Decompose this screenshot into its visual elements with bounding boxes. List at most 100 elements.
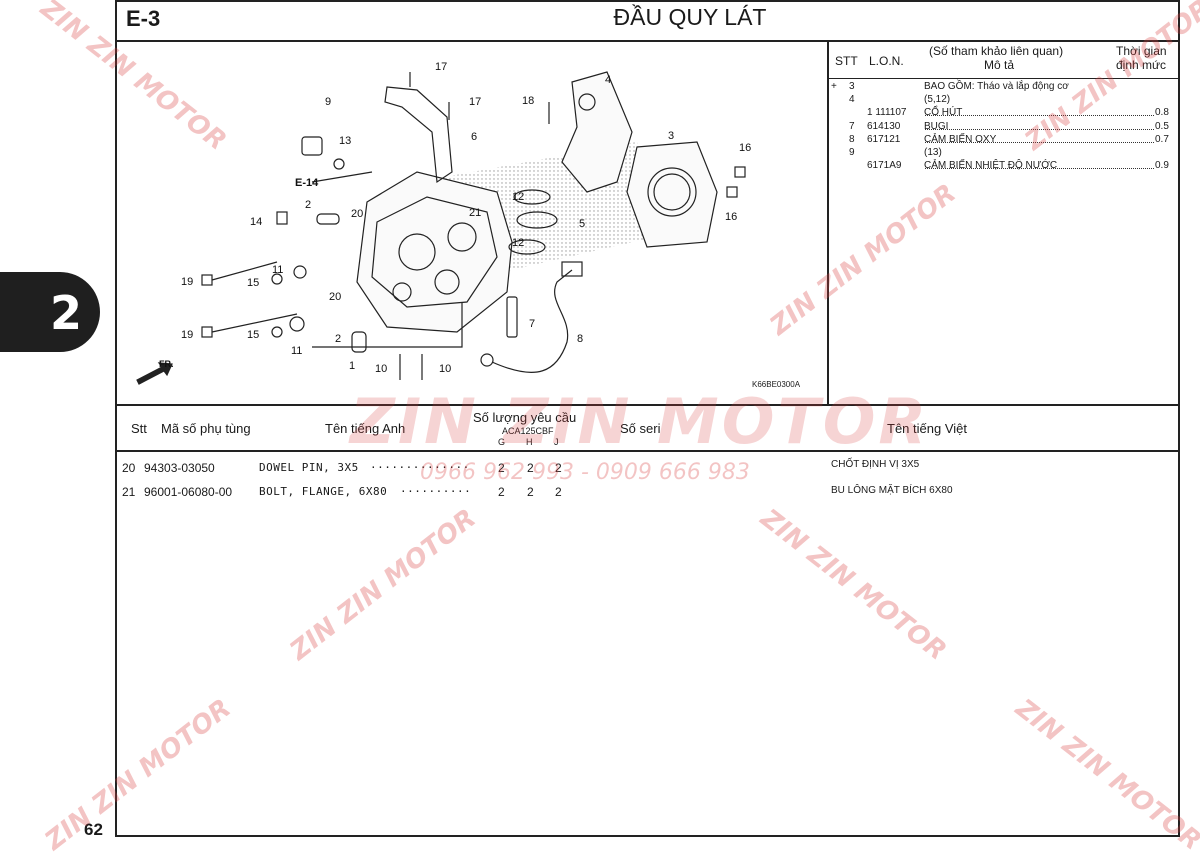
ref-time: 0.9 <box>1155 160 1169 172</box>
ref-desc: (13) <box>924 146 942 158</box>
part-number: 94303-03050 <box>144 461 215 475</box>
callout-2: 2 <box>305 199 311 211</box>
page-frame <box>115 0 1180 837</box>
ref-time: 0.8 <box>1155 107 1169 119</box>
chapter-tab: 2 <box>0 272 100 352</box>
callout-19: 19 <box>181 329 193 341</box>
ref-stt: 4 <box>849 94 855 106</box>
callout-8: 8 <box>577 333 583 345</box>
callout-12: 12 <box>512 237 524 249</box>
col-part-no: Mã số phụ tùng <box>161 421 251 436</box>
ref-row: 9 (13) <box>829 146 1178 159</box>
ref-stt: 8 <box>849 133 855 145</box>
callout-13: 13 <box>339 135 351 147</box>
ref-col-ref-1: (Số tham khảo liên quan) <box>929 44 1064 58</box>
page-title: ĐẦU QUY LÁT <box>613 4 767 30</box>
ref-stt: 3 <box>849 81 855 92</box>
chapter-number: 2 <box>50 286 83 340</box>
parts-list-header: Stt Mã số phụ tùng Tên tiếng Anh Số lượn… <box>115 406 1180 450</box>
col-name-vi: Tên tiếng Việt <box>887 421 967 436</box>
ref-time: 0.7 <box>1155 133 1169 145</box>
part-qty-j: 2 <box>555 485 562 499</box>
ref-desc: CẢM BIẾN OXY <box>924 133 997 145</box>
part-name-en: DOWEL PIN, 3X5 <box>259 461 359 474</box>
ref-row: 1 111107 CỔ HÚT 0.8 <box>829 106 1178 119</box>
callout-20: 20 <box>351 208 363 220</box>
callout-17: 17 <box>469 96 481 108</box>
ref-leader <box>925 120 1154 130</box>
callout-7: 7 <box>529 318 535 330</box>
ref-leader <box>925 106 1154 117</box>
ref-desc: CẢM BIẾN NHIỆT ĐỘ NƯỚC <box>924 160 1058 172</box>
ref-row: 6171A9 CẢM BIẾN NHIỆT ĐỘ NƯỚC 0.9 <box>829 159 1178 172</box>
col-qty: Số lượng yêu cầu <box>473 410 577 425</box>
col-name-en: Tên tiếng Anh <box>325 421 406 436</box>
callout-15: 15 <box>247 329 259 341</box>
ref-stt: 9 <box>849 146 855 158</box>
callout-10: 10 <box>375 363 387 375</box>
callout-2: 2 <box>335 333 341 345</box>
ref-stt: 7 <box>849 120 855 132</box>
header-divider <box>115 40 1180 42</box>
ref-desc: CỔ HÚT <box>924 107 963 119</box>
part-qty-h: 2 <box>527 485 534 499</box>
callout-15: 15 <box>247 277 259 289</box>
part-qty-g: 2 <box>498 461 505 475</box>
part-leader: ·········· <box>400 485 472 498</box>
callout-20: 20 <box>329 291 341 303</box>
section-code: E-3 <box>126 6 161 31</box>
callout-16: 16 <box>725 211 737 223</box>
ref-col-stt: STT <box>835 54 858 68</box>
parts-header-bottom-divider <box>115 450 1180 452</box>
ref-row: +3 BAO GỒM: Tháo và lắp động cơ <box>829 80 1178 93</box>
ref-desc: BUGI <box>924 120 949 132</box>
ref-col-ref-2: Mô tả <box>984 58 1015 72</box>
part-stt: 21 <box>122 485 136 499</box>
ref-desc: BAO GỒM: Tháo và lắp động cơ <box>924 81 1069 92</box>
ref-time: 0.5 <box>1155 120 1169 132</box>
callout-19: 19 <box>181 276 193 288</box>
callout-17: 17 <box>435 61 447 73</box>
col-model: ACA125CBF <box>502 426 554 436</box>
callout-11: 11 <box>272 264 283 276</box>
ref-col-time-1: Thời gian <box>1116 44 1167 58</box>
callout-14: 14 <box>250 216 262 228</box>
callout-16: 16 <box>739 142 751 154</box>
ref-mark: + <box>831 81 837 92</box>
part-qty-j: 2 <box>555 461 562 475</box>
reference-table-header: STT L.O.N. (Số tham khảo liên quan) Mô t… <box>829 42 1178 78</box>
part-name-en: BOLT, FLANGE, 6X80 <box>259 485 388 498</box>
col-variant-h: H <box>526 437 533 447</box>
ref-row: 7 614130 BUGI 0.5 <box>829 120 1178 133</box>
ref-row: 4 (5,12) <box>829 93 1178 106</box>
callout-18: 18 <box>522 95 534 107</box>
parts-header-top-divider <box>115 404 1180 406</box>
ref-lon: 1 111107 <box>867 107 907 119</box>
col-variant-j: J <box>554 437 559 447</box>
callout-6: 6 <box>471 131 477 143</box>
ref-col-lon: L.O.N. <box>869 54 904 68</box>
callout-1: 1 <box>349 360 355 372</box>
col-stt: Stt <box>131 421 147 436</box>
ref-lon: 614130 <box>867 120 901 132</box>
ref-desc: (5,12) <box>924 94 951 106</box>
cross-ref-label: E-14 <box>295 177 319 189</box>
ref-header-divider <box>829 78 1178 79</box>
cylinder-head-drawing: 1717491861331616220211251412111915201915… <box>136 61 751 385</box>
part-qty-h: 2 <box>527 461 534 475</box>
callout-9: 9 <box>325 96 331 108</box>
diagram-divider <box>827 40 829 406</box>
part-name-vi: BU LÔNG MẶT BÍCH 6X80 <box>831 485 953 496</box>
ref-leader <box>925 159 1154 170</box>
part-leader: ·············· <box>370 461 470 474</box>
col-variant-g: G <box>498 437 506 447</box>
ref-leader <box>925 133 1154 143</box>
front-label: FR. <box>159 359 174 369</box>
ref-col-time-2: định mức <box>1116 58 1167 72</box>
ref-lon: 6171A9 <box>867 160 902 172</box>
